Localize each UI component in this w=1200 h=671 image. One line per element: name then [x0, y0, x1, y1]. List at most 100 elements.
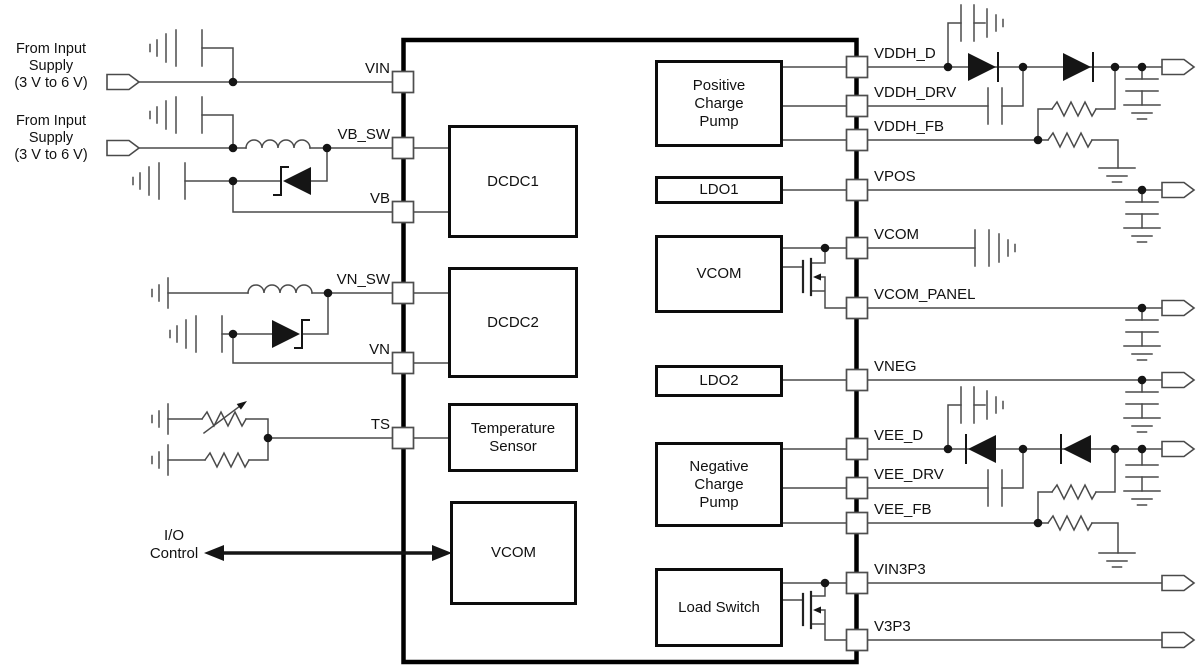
output-arrow-icon: [1161, 440, 1195, 458]
resistor-icon: [1051, 101, 1097, 117]
vcom-mosfet: [782, 243, 848, 309]
pin-label-ts: TS: [370, 416, 390, 433]
schottky-diode-icon: [273, 166, 311, 196]
input-supply-line: (3 V to 6 V): [14, 147, 88, 163]
output-arrow-icon: [1161, 181, 1195, 199]
pin-label-vddh-d: VDDH_D: [874, 45, 936, 62]
input-supply-label-1: From Input Supply (3 V to 6 V): [0, 41, 102, 92]
block-label: LDO1: [699, 181, 739, 198]
block-label: Sensor: [489, 437, 537, 455]
capacitor-icon: [1125, 391, 1159, 419]
junction-dot: [1110, 62, 1120, 72]
resistor-icon: [1047, 515, 1093, 531]
capacitor-icon: [987, 87, 1003, 125]
capacitor-icon: [1125, 201, 1159, 229]
ground-icon: [998, 233, 1016, 263]
pin-vb-sw: [391, 136, 415, 160]
block-label: Load Switch: [678, 598, 760, 616]
pin-label-vn: VN: [369, 341, 390, 358]
load-switch-mosfet: [782, 578, 848, 641]
pin-vin3p3: [845, 571, 869, 595]
pin-label-vee-fb: VEE_FB: [874, 501, 932, 518]
capacitor-icon: [974, 229, 990, 267]
pin-vee-d: [845, 437, 869, 461]
pin-vneg: [845, 368, 869, 392]
chip-outline: [401, 37, 859, 665]
input-supply-line: Supply: [28, 130, 74, 146]
pin-label-vddh-drv: VDDH_DRV: [874, 84, 957, 101]
junction-dot: [1033, 135, 1043, 145]
ground-icon: [1123, 345, 1161, 361]
block-label: VCOM: [696, 265, 742, 282]
io-control-label: I/O Control: [128, 527, 220, 563]
capacitor-ground-icon: [132, 162, 186, 200]
junction-dot: [1137, 62, 1147, 72]
ground-icon: [151, 277, 169, 309]
junction-dot: [1018, 444, 1028, 454]
pin-vcom-panel: [845, 296, 869, 320]
junction-dot: [228, 329, 238, 339]
io-control-arrow: [204, 545, 452, 561]
pin-label-v3p3: V3P3: [874, 618, 911, 635]
ground-icon: [151, 403, 169, 435]
resistor-icon: [204, 452, 250, 468]
junction-dot: [228, 176, 238, 186]
junction-dot: [1137, 444, 1147, 454]
vpos-net: [866, 181, 1195, 243]
resistor-icon: [1051, 484, 1097, 500]
junction-dot: [1110, 444, 1120, 454]
ground-icon: [1123, 490, 1161, 506]
diode-icon: [1063, 52, 1094, 82]
block-label: Charge: [694, 94, 744, 112]
thermistor-arrow-icon: [202, 401, 247, 435]
junction-dot: [228, 143, 238, 153]
input-supply-line: Supply: [28, 58, 74, 74]
junction-dot: [323, 288, 333, 298]
input-arrow-icon: [106, 139, 141, 157]
output-arrow-icon: [1161, 58, 1195, 76]
pin-vddh-fb: [845, 128, 869, 152]
pin-vpos: [845, 178, 869, 202]
junction-dot: [943, 62, 953, 72]
io-control-line: I/O: [163, 527, 184, 544]
junction-dot: [1137, 303, 1147, 313]
vn-net: [151, 277, 393, 364]
pin-vee-drv: [845, 476, 869, 500]
pin-vddh-drv: [845, 94, 869, 118]
pin-label-vin3p3: VIN3P3: [874, 561, 926, 578]
ground-icon: [1123, 417, 1161, 433]
pin-vb: [391, 200, 415, 224]
ground-icon: [1098, 552, 1136, 568]
pin-vn-sw: [391, 281, 415, 305]
input-supply-label-2: From Input Supply (3 V to 6 V): [0, 113, 102, 164]
junction-dot: [943, 444, 953, 454]
vddh-net: [866, 4, 1195, 183]
block-label: Temperature: [470, 419, 556, 437]
block-label: Charge: [694, 475, 744, 493]
junction-dot: [820, 578, 830, 588]
pin-label-vee-drv: VEE_DRV: [874, 466, 944, 483]
pin-label-vee-d: VEE_D: [874, 427, 924, 444]
block-negative-charge-pump: Negative Charge Pump: [655, 442, 783, 527]
block-label: Pump: [699, 112, 739, 130]
junction-dot: [322, 143, 332, 153]
pin-vddh-d: [845, 55, 869, 79]
pin-vcom: [845, 236, 869, 260]
capacitor-ground-icon: [960, 4, 1004, 42]
vb-net: [106, 96, 393, 213]
capacitor-ground-icon: [169, 315, 223, 353]
junction-dot: [1018, 62, 1028, 72]
junction-dot: [1033, 518, 1043, 528]
pin-label-vb-sw: VB_SW: [337, 126, 390, 143]
junction-dot: [820, 243, 830, 253]
ground-icon: [1123, 104, 1161, 120]
pin-vn: [391, 351, 415, 375]
pin-label-vb: VB: [369, 190, 390, 207]
vcom-pin-net: [866, 229, 1016, 267]
capacitor-icon: [1125, 319, 1159, 347]
thermistor-icon: [201, 411, 247, 427]
capacitor-icon: [1125, 464, 1159, 492]
capacitor-ground-icon: [960, 386, 1004, 424]
arrowhead-left-icon: [204, 545, 224, 561]
